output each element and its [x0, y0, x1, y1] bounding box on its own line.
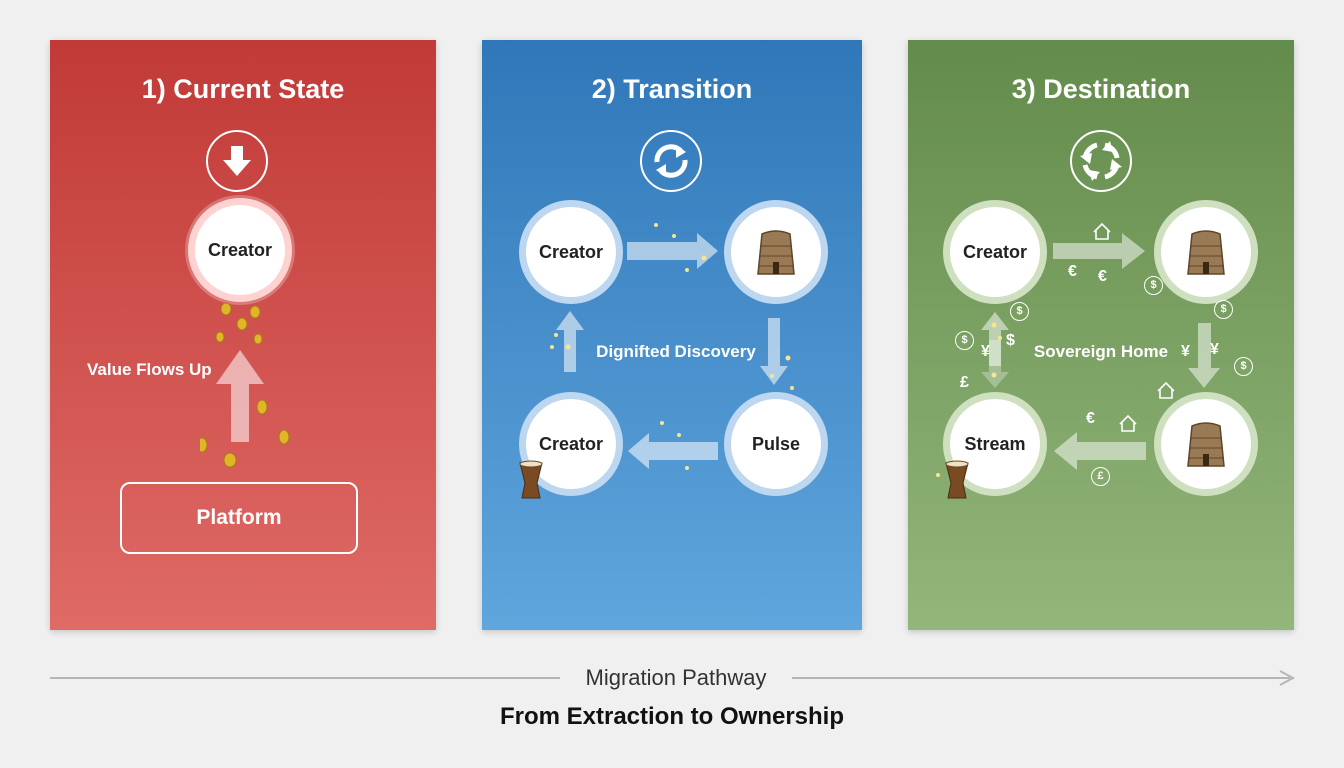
migration-pathway-label: Migration Pathway: [560, 665, 792, 691]
creator-node-label: Creator: [207, 239, 273, 260]
platform-box: Platform: [120, 482, 358, 554]
currency-icon: €: [1086, 410, 1095, 427]
sync-icon: [640, 130, 702, 192]
destination-panel: 3) Destination Creator Stream: [908, 40, 1294, 630]
currency-icon: $: [1144, 276, 1163, 295]
currency-icon: ¥: [981, 343, 990, 360]
creator-node-label: Creator: [538, 241, 604, 262]
tower-node: [1154, 392, 1258, 496]
tower-icon: [757, 230, 795, 275]
currency-icon: $: [1234, 357, 1253, 376]
platform-label: Platform: [196, 506, 282, 529]
value-flow-label: Value Flows Up: [87, 360, 212, 379]
tower-icon: [1187, 422, 1225, 467]
currency-icon: £: [960, 374, 969, 391]
currency-icon: £: [1091, 467, 1110, 486]
currency-icon: €: [1068, 263, 1077, 280]
drum-icon: [945, 460, 969, 499]
creator-node: Creator: [188, 198, 292, 302]
currency-icon: €: [1098, 268, 1107, 285]
currency-icon: ¥: [1210, 341, 1219, 358]
currency-icon: $: [955, 331, 974, 350]
tower-icon: [1187, 230, 1225, 275]
currency-icon: $: [1006, 332, 1015, 349]
tower-node: [724, 200, 828, 304]
transition-panel: 2) Transition Creator Creator Pulse: [482, 40, 862, 630]
down-arrow-icon: [206, 130, 268, 192]
drum-icon: [519, 460, 543, 499]
tagline: From Extraction to Ownership: [499, 703, 845, 730]
creator-node-label: Creator: [538, 433, 604, 454]
currency-icon: $: [1010, 302, 1029, 321]
cycle-icon: [1070, 130, 1132, 192]
currency-icon: ¥: [1181, 343, 1190, 360]
center-label: Sovereign Home: [1033, 342, 1169, 361]
current-state-panel: 1) Current State Creator Value Flows Up …: [50, 40, 436, 630]
transition-flow-arrows: [550, 223, 794, 470]
pulse-node-label: Pulse: [751, 433, 801, 454]
currency-icon: $: [1214, 300, 1233, 319]
house-icon: [1093, 222, 1175, 432]
creator-node-label: Creator: [962, 241, 1028, 262]
destination-flow-arrows: [936, 222, 1220, 477]
center-label: Dignifted Discovery: [596, 342, 756, 361]
panel-title-destination: 3) Destination: [1011, 74, 1191, 104]
panel-title-current-state: 1) Current State: [141, 74, 345, 104]
creator-node: Creator: [943, 200, 1047, 304]
value-flow-arrow: [216, 350, 264, 442]
stream-node-label: Stream: [964, 433, 1026, 454]
coin-icon: [200, 302, 290, 468]
panel-title-transition: 2) Transition: [591, 74, 753, 104]
pulse-node: Pulse: [724, 392, 828, 496]
tower-node: [1154, 200, 1258, 304]
creator-node: Creator: [519, 200, 623, 304]
